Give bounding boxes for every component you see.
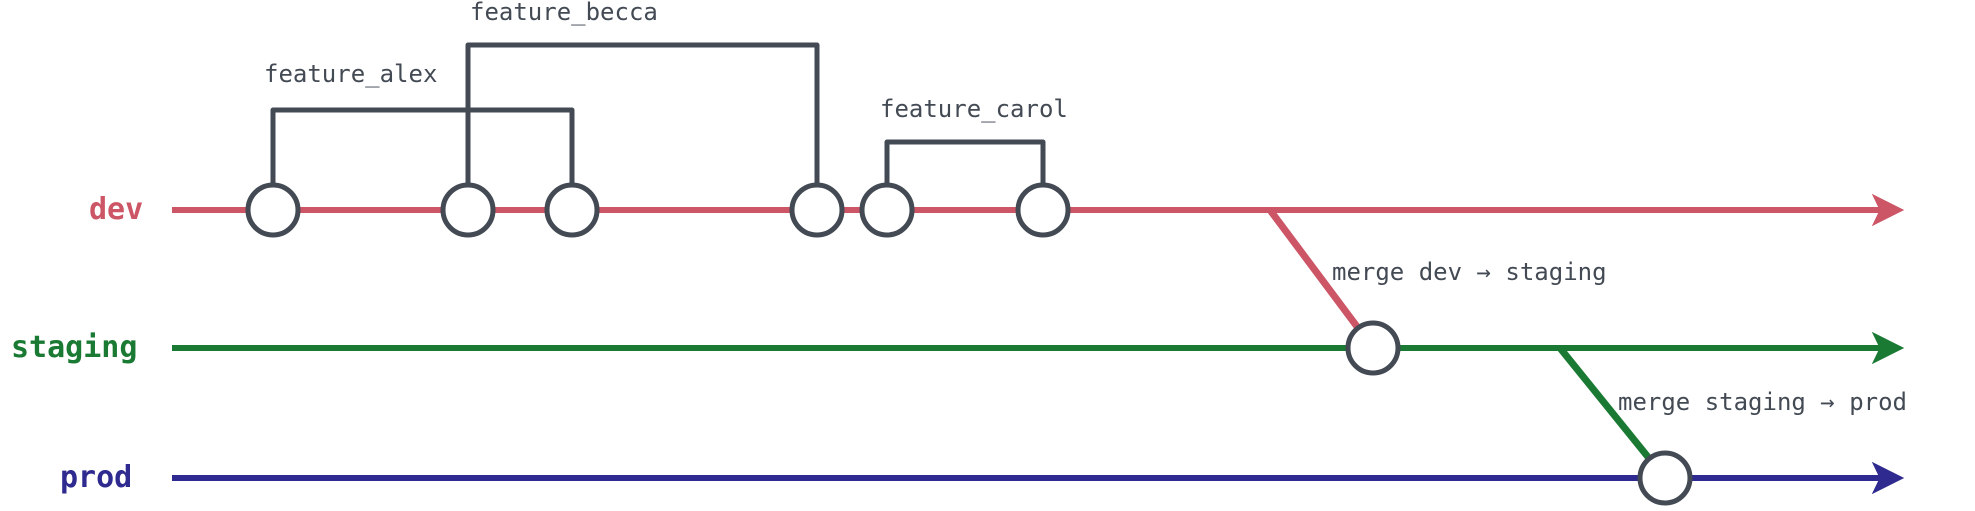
commit-node-dev-2[interactable] [440, 182, 496, 238]
lane-label-prod: prod [60, 460, 133, 495]
commit-node-staging-merge[interactable] [1345, 320, 1401, 376]
commit-node-dev-3[interactable] [544, 182, 600, 238]
feature-bracket-carol [884, 139, 1046, 213]
commit-node-dev-5[interactable] [859, 182, 915, 238]
merge-line-staging-prod [1557, 345, 1668, 481]
merge-label-dev-to-staging: merge dev → staging [1332, 258, 1607, 286]
commit-nodes [245, 182, 1693, 506]
lane-label-dev: dev [89, 192, 144, 227]
merge-label-staging-to-prod: merge staging → prod [1618, 388, 1907, 416]
merge-connectors [1267, 207, 1668, 481]
commit-node-prod-merge[interactable] [1637, 450, 1693, 506]
feature-branch-brackets [270, 42, 1046, 213]
merge-line-dev-staging [1267, 207, 1376, 351]
feature-branch-label-becca: feature_becca [470, 0, 658, 26]
feature-bracket-alex [270, 107, 575, 213]
commit-node-dev-1[interactable] [245, 182, 301, 238]
lane-label-staging: staging [11, 330, 138, 365]
commit-node-dev-4[interactable] [789, 182, 845, 238]
feature-branch-label-carol: feature_carol [880, 95, 1068, 123]
commit-node-dev-6[interactable] [1015, 182, 1071, 238]
feature-bracket-becca [465, 42, 820, 213]
feature-branch-label-alex: feature_alex [264, 60, 438, 88]
